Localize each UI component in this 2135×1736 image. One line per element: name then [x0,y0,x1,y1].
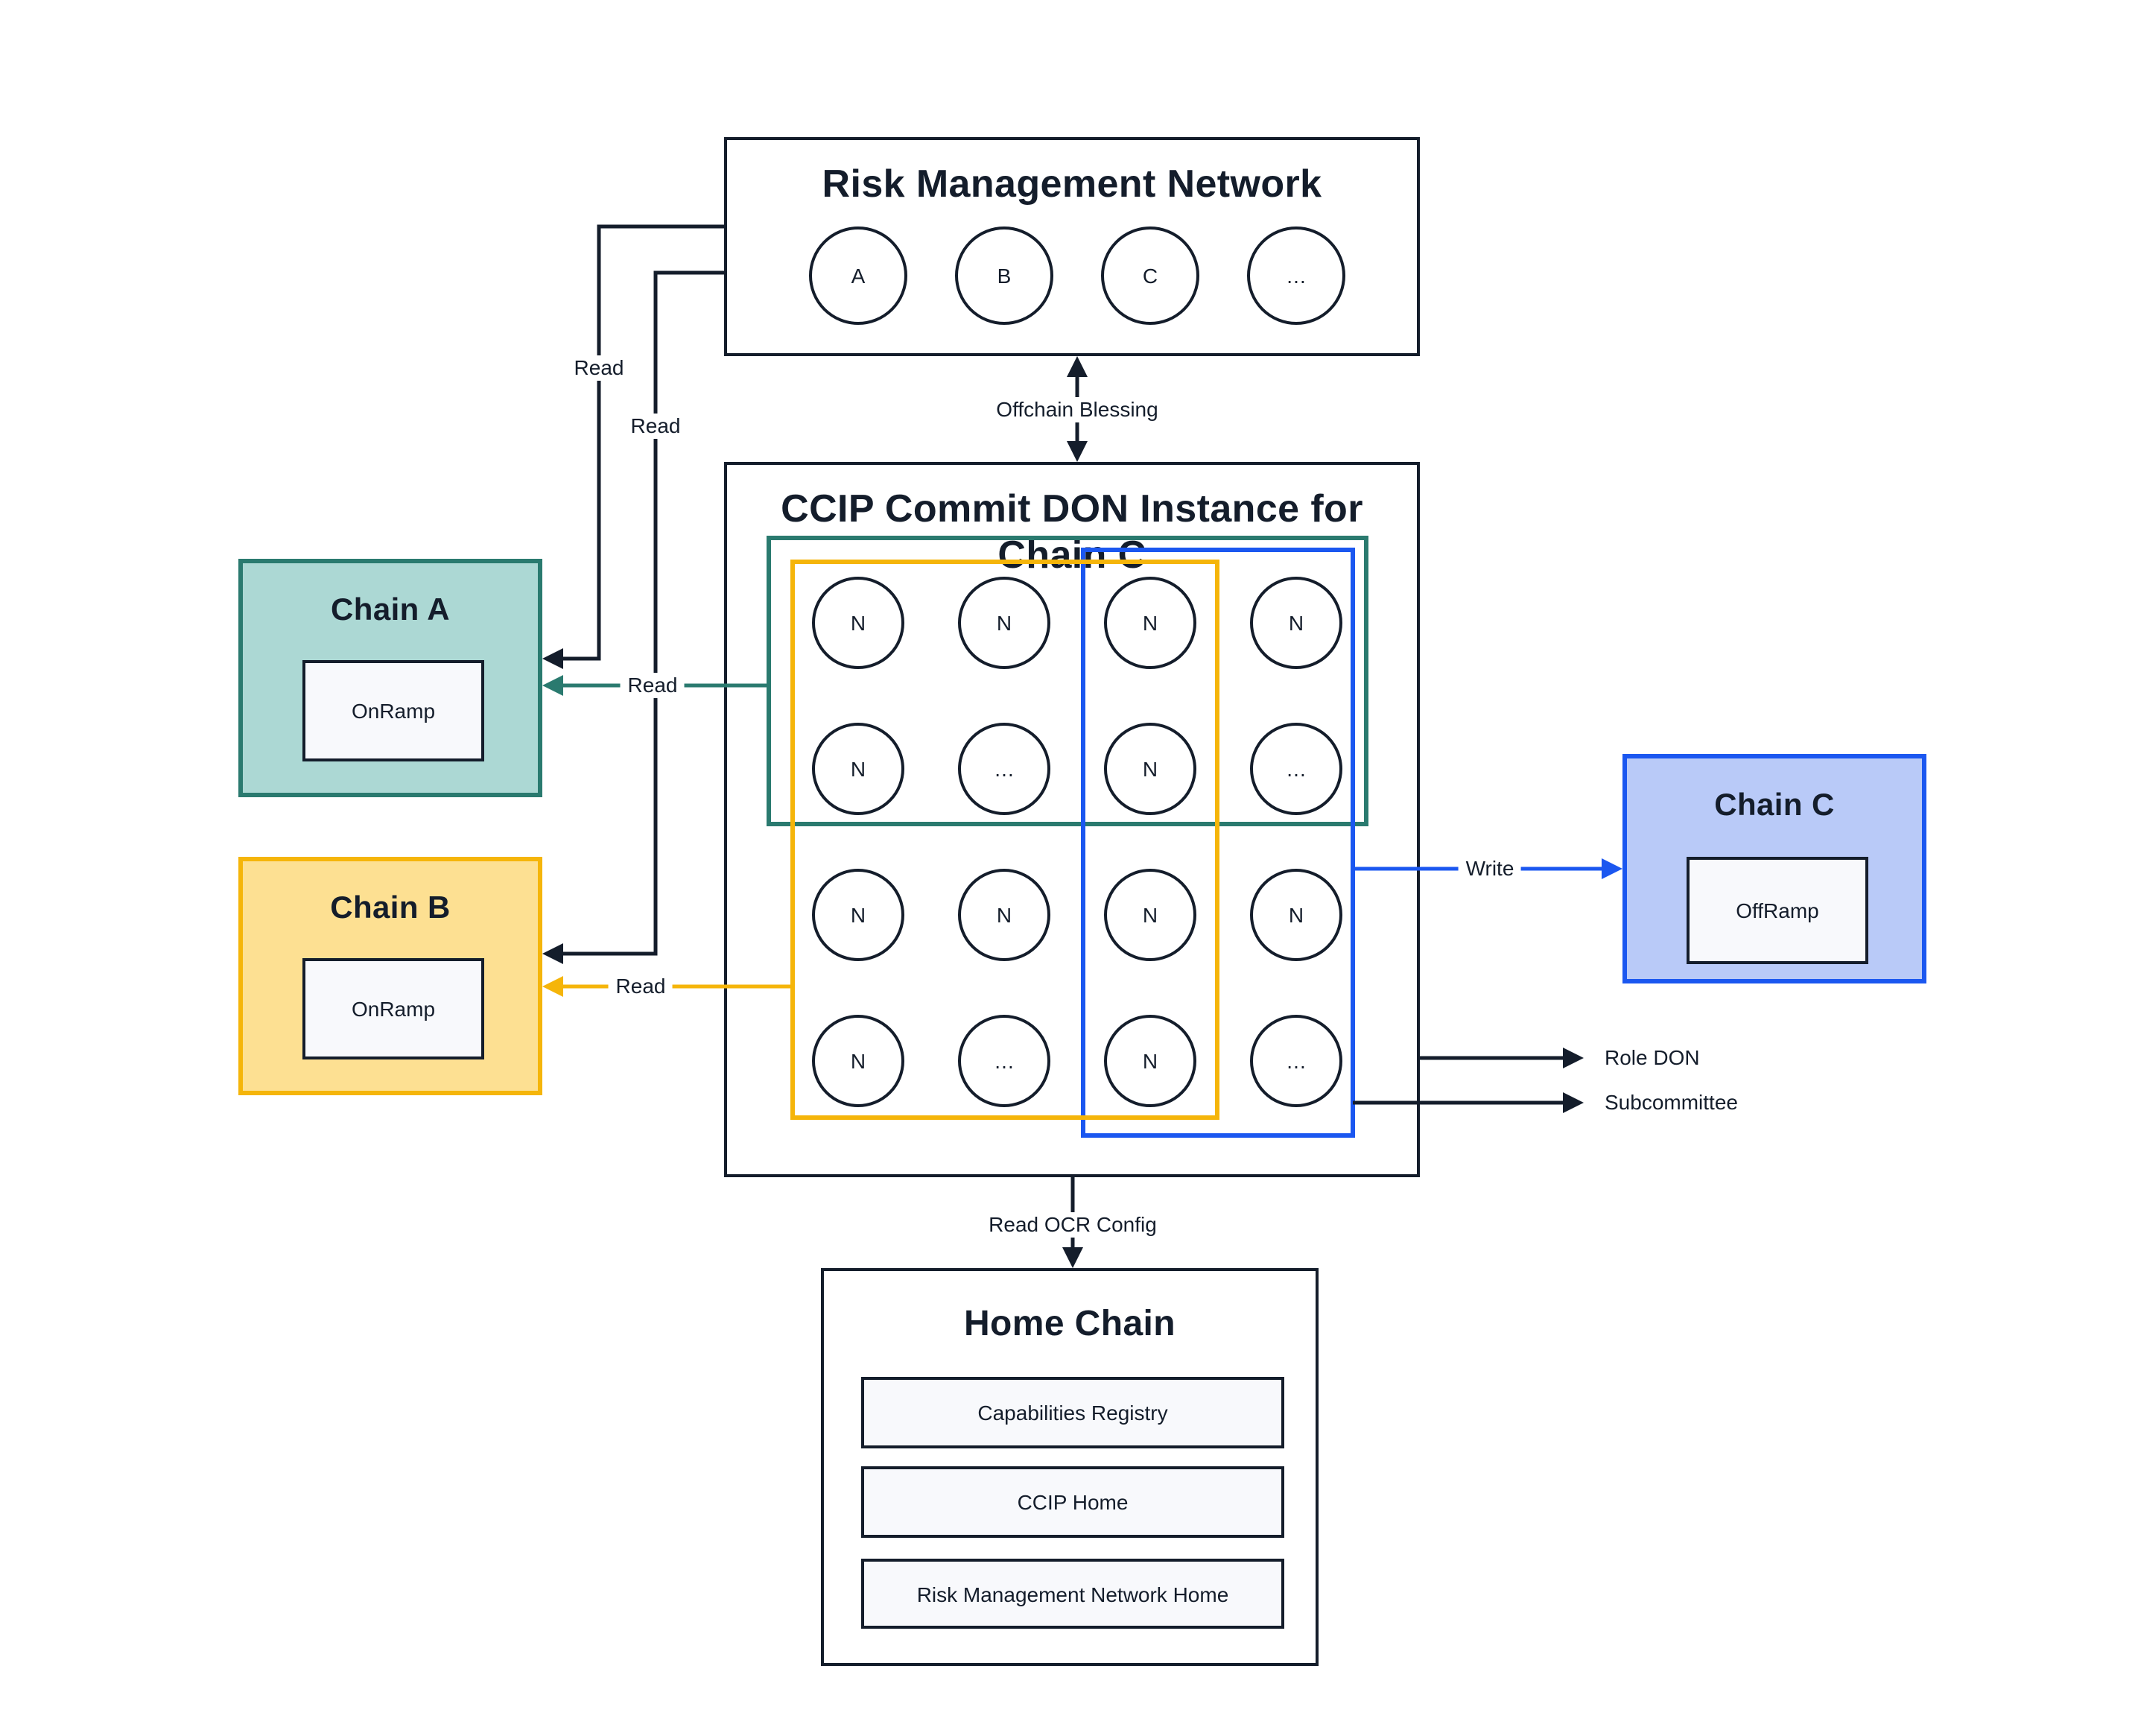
arrowhead-chain-a [542,648,563,669]
don-node: … [958,1015,1050,1107]
arrowhead-gold-read [542,976,563,997]
chain-c-offramp: OffRamp [1687,857,1868,964]
chain-a-title: Chain A [331,593,450,627]
chain-b-box: Chain B OnRamp [238,857,542,1095]
don-node: N [958,869,1050,961]
don-node: N [958,577,1050,669]
risk-management-network-home-box: Risk Management Network Home [861,1559,1284,1629]
rmn-read-to-chain-a-line [563,224,724,661]
don-node: N [1104,577,1196,669]
don-node: N [812,1015,904,1107]
risk-management-network-box: Risk Management Network A B C … [724,137,1420,356]
read-label-rmn-to-a: Read [566,355,632,381]
don-node: N [1104,723,1196,815]
don-node: … [958,723,1050,815]
home-chain-title: Home Chain [963,1304,1176,1344]
don-node: N [1250,869,1342,961]
don-node: … [1250,1015,1342,1107]
don-node: N [1104,869,1196,961]
rmn-node-a: A [809,226,907,325]
capabilities-registry-box: Capabilities Registry [861,1377,1284,1448]
don-node: N [812,577,904,669]
don-node: N [1250,577,1342,669]
role-don-label: Role DON [1605,1045,1700,1069]
arrowhead-read-ocr [1062,1247,1083,1268]
read-ocr-config-label: Read OCR Config [981,1212,1164,1238]
don-node: N [1104,1015,1196,1107]
write-label: Write [1458,856,1522,881]
arrowhead-blue-write [1602,858,1622,879]
read-label-don-to-a: Read [620,673,685,698]
arrowhead-offchain-down [1067,441,1088,462]
arrowhead-teal-read [542,675,563,696]
don-node: N [812,869,904,961]
read-label-rmn-to-b: Read [623,414,688,439]
arrowhead-subcommittee [1563,1092,1584,1113]
subcommittee-label: Subcommittee [1605,1090,1738,1114]
arrowhead-chain-b [542,943,563,964]
chain-a-onramp: OnRamp [302,660,484,761]
rmn-node-c: C [1101,226,1199,325]
chain-a-box: Chain A OnRamp [238,559,542,797]
ccip-home-box: CCIP Home [861,1466,1284,1538]
chain-b-title: Chain B [330,891,451,925]
ccip-commit-don-box: CCIP Commit DON Instance for Chain C N N… [724,462,1420,1177]
chain-c-box: Chain C OffRamp [1622,754,1926,983]
ccip-don-title: CCIP Commit DON Instance for Chain C [781,486,1363,577]
rmn-node-more: … [1247,226,1345,325]
chain-b-onramp: OnRamp [302,958,484,1059]
don-node: N [812,723,904,815]
arrowhead-role-don [1563,1048,1584,1068]
offchain-blessing-label: Offchain Blessing [989,397,1166,422]
don-node: … [1250,723,1342,815]
rmn-node-b: B [955,226,1053,325]
read-label-don-to-b: Read [608,974,673,999]
rmn-title: Risk Management Network [822,161,1322,206]
arrowhead-offchain-up [1067,356,1088,377]
home-chain-box: Home Chain Capabilities Registry CCIP Ho… [821,1268,1319,1666]
chain-c-title: Chain C [1714,788,1835,823]
